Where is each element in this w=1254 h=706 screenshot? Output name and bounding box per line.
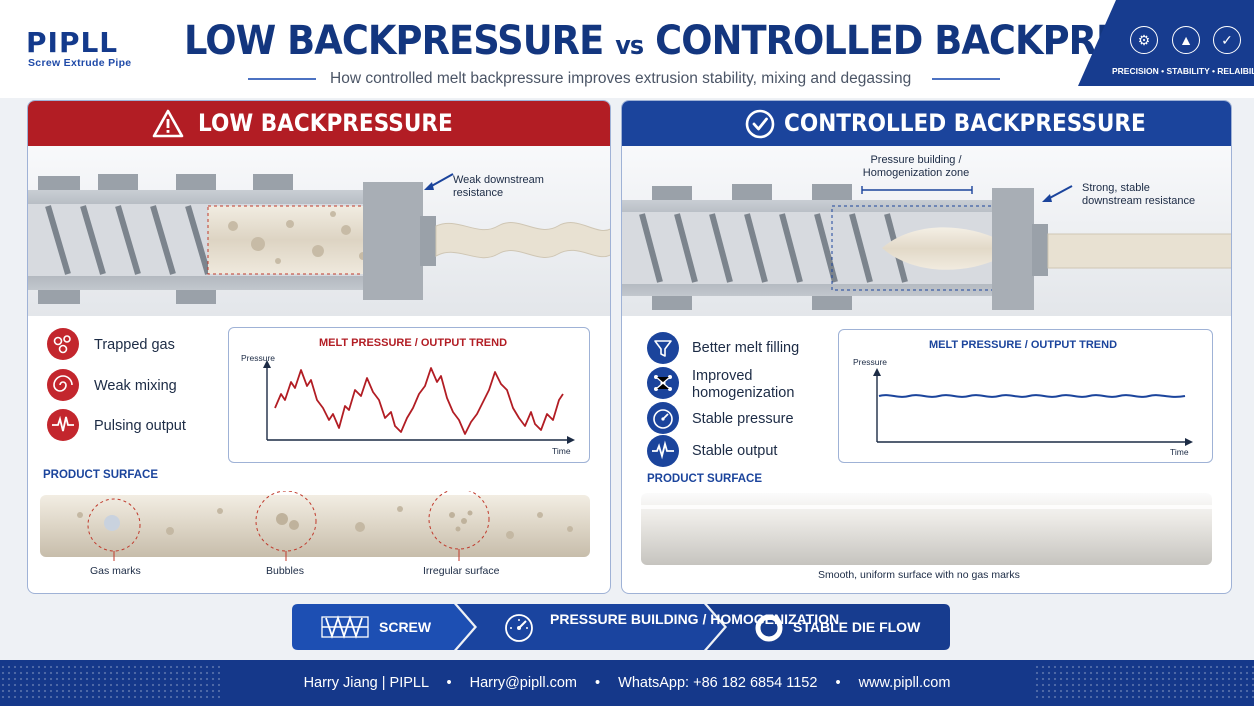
- rough-pipe-surface: [40, 491, 590, 561]
- controlled-surface-label: PRODUCT SURFACE: [647, 473, 763, 485]
- note-smooth-surface: Smooth, uniform surface with no gas mark…: [818, 569, 1020, 581]
- trapped-gas-icon: [47, 328, 79, 360]
- header-bar: [0, 0, 1254, 98]
- screw-icon: ⚙: [1130, 26, 1158, 54]
- controlled-panel-title: CONTROLLED BACKPRESSURE: [784, 109, 1146, 137]
- footer-separator: •: [595, 675, 601, 691]
- note-gas-marks: Gas marks: [90, 565, 141, 577]
- controlled-chart-xlabel: Time: [1170, 447, 1189, 457]
- note-bubbles: Bubbles: [266, 565, 304, 577]
- process-flow-bar: [292, 604, 950, 650]
- low-surface-label: PRODUCT SURFACE: [43, 469, 159, 481]
- footer-email-link[interactable]: Harry@pipll.com: [469, 675, 578, 691]
- low-backpressure-panel: LOW BACKPRESSURE: [27, 100, 611, 594]
- note-irregular-surface: Irregular surface: [423, 565, 500, 577]
- footer-whatsapp[interactable]: WhatsApp: +86 182 6854 1152: [618, 675, 818, 691]
- weak-resistance-annotation: Weak downstream resistance: [453, 174, 544, 199]
- wave-icon: [647, 435, 679, 467]
- smooth-pipe-surface: [641, 493, 1212, 565]
- footer-pattern-right: [1034, 664, 1254, 702]
- title-left: LOW BACKPRESSURE: [184, 18, 604, 64]
- flow-step-screw: SCREW: [379, 619, 432, 635]
- low-chart-plot: [263, 360, 575, 444]
- title-vs: vs: [615, 31, 644, 61]
- feature-stable-output: Stable output: [692, 443, 778, 459]
- ring-icon: [755, 614, 783, 642]
- feature-better-melt-filling: Better melt filling: [692, 340, 800, 356]
- corner-tagline: PRECISION • STABILITY • RELAIBILITY: [1112, 66, 1254, 76]
- page-subtitle: How controlled melt backpressure improve…: [330, 70, 912, 87]
- footer-pattern-left: [0, 664, 220, 702]
- feature-improved-homogenization: Improved homogenization: [692, 368, 795, 401]
- footer-website-link[interactable]: www.pipll.com: [858, 675, 951, 691]
- weak-mixing-icon: [47, 369, 79, 401]
- homogenization-zone-label: Pressure building / Homogenization zone: [862, 154, 970, 179]
- controlled-chart-plot: [873, 368, 1193, 446]
- footer-bar: [0, 660, 1254, 706]
- flow-step-pressure-building: PRESSURE BUILDING / HOMOGENIZATION: [550, 611, 840, 627]
- footer-separator: •: [446, 675, 452, 691]
- brand-tagline: Screw Extrude Pipe: [28, 57, 132, 69]
- flow-screw-icon-wrap: [320, 604, 369, 650]
- low-chart-xlabel: Time: [552, 446, 571, 456]
- low-pressure-chart: MELT PRESSURE / OUTPUT TREND Pressure Ti…: [228, 327, 590, 463]
- subtitle-rule-right: [932, 78, 1000, 80]
- footer-separator: •: [835, 675, 841, 691]
- controlled-backpressure-panel: CONTROLLED BACKPRESSURE: [621, 100, 1232, 594]
- check-circle-icon: [745, 109, 775, 139]
- footer-name: Harry Jiang | PIPLL: [303, 675, 429, 691]
- page-title: LOW BACKPRESSURE vs CONTROLLED BACKPRESS…: [184, 18, 1251, 64]
- feature-trapped-gas: Trapped gas: [94, 337, 175, 353]
- gauge-icon: [647, 402, 679, 434]
- controlled-chart-ylabel: Pressure: [853, 357, 888, 367]
- low-chart-ylabel: Pressure: [241, 353, 276, 363]
- pulsing-output-icon: [47, 409, 79, 441]
- low-panel-title: LOW BACKPRESSURE: [198, 109, 453, 137]
- flow-step-stable-die-flow: STABLE DIE FLOW: [793, 619, 921, 635]
- shield-icon: ✓: [1213, 26, 1241, 54]
- low-panel-header: [28, 101, 610, 146]
- low-chart-title: MELT PRESSURE / OUTPUT TREND: [319, 337, 508, 349]
- controlled-panel-header: [622, 101, 1231, 146]
- feature-weak-mixing: Weak mixing: [94, 378, 177, 394]
- warning-icon: [152, 109, 184, 138]
- controlled-chart-title: MELT PRESSURE / OUTPUT TREND: [929, 339, 1118, 351]
- controlled-pressure-chart: MELT PRESSURE / OUTPUT TREND Pressure Ti…: [838, 329, 1213, 463]
- funnel-icon: [647, 332, 679, 364]
- brand-logo: PIPLL: [26, 26, 119, 59]
- chart-icon: ▲: [1172, 26, 1200, 54]
- gauge-icon: [505, 614, 533, 642]
- strong-resistance-annotation: Strong, stable downstream resistance: [1082, 182, 1196, 207]
- feature-stable-pressure: Stable pressure: [692, 411, 794, 427]
- subtitle-rule-left: [248, 78, 316, 80]
- network-icon: [647, 367, 679, 399]
- screw-icon: [321, 615, 369, 639]
- feature-pulsing-output: Pulsing output: [94, 418, 186, 434]
- low-extruder-illustration: Weak downstream resistance: [28, 146, 610, 316]
- footer-contact: Harry Jiang | PIPLL • Harry@pipll.com • …: [0, 675, 1254, 691]
- controlled-extruder-illustration: Pressure building / Homogenization zone …: [622, 146, 1231, 316]
